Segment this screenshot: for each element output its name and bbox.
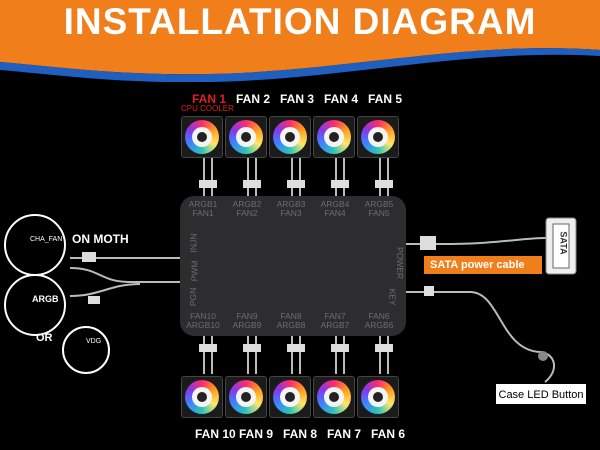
case-led-button-label: Case LED Button [495,383,587,405]
hub-side-label: KEY [387,288,398,306]
vdg-circle [62,326,110,374]
hub-side-label: PWM [189,260,200,282]
rgb-fan-icon [273,380,307,414]
rgb-fan-icon [317,120,351,154]
fan-label-top: FAN 5 [368,92,403,106]
fan-label-top: FAN 3 [280,92,315,106]
cha-fan-circle [4,214,66,276]
hub-side-label: INJN [188,233,199,253]
fan-label-bottom: FAN 6 [371,427,406,441]
rgb-fan-icon [185,380,219,414]
fan-label-top: FAN 1 [192,92,227,106]
fan-top [181,116,223,158]
fan-label-bottom: FAN 7 [327,427,362,441]
hub-side-label: POWER [395,246,406,280]
fan-label-top: FAN 4 [324,92,359,106]
sata-connector-icon [545,217,577,275]
fan-top [357,116,399,158]
vdg-label: VDG [86,338,102,345]
cha-fan-label: CHA_FAN [30,236,63,243]
rgb-fan-icon [185,120,219,154]
cpu-cooler-label: CPU COOLER [181,104,234,113]
rgb-fan-icon [273,120,307,154]
page-title: INSTALLATION DIAGRAM [63,1,537,42]
fan-label-top: FAN 2 [236,92,271,106]
fan-label-bottom: FAN 10 [195,427,236,441]
or-label: OR [36,332,53,344]
argb-label: ARGB [32,294,59,304]
fan-top [269,116,311,158]
hub-side-label: PGN [188,287,199,307]
sata-power-cable-label: SATA power cable [424,256,542,274]
fan-label-bottom: FAN 8 [283,427,318,441]
rgb-fan-icon [361,380,395,414]
fan-top [225,116,267,158]
fan-bottom [269,376,311,418]
fan-label-bottom: FAN 9 [239,427,274,441]
rgb-fan-icon [361,120,395,154]
title-banner [0,0,600,82]
fan-bottom [181,376,223,418]
fan-top [313,116,355,158]
rgb-fan-icon [229,120,263,154]
on-moth-label: ON MOTH [72,232,129,246]
fan-hub [180,196,406,336]
fan-bottom [313,376,355,418]
argb-circle [4,274,66,336]
fan-bottom [225,376,267,418]
fan-bottom [357,376,399,418]
rgb-fan-icon [317,380,351,414]
sata-connector-label: SATA [558,231,569,255]
rgb-fan-icon [229,380,263,414]
